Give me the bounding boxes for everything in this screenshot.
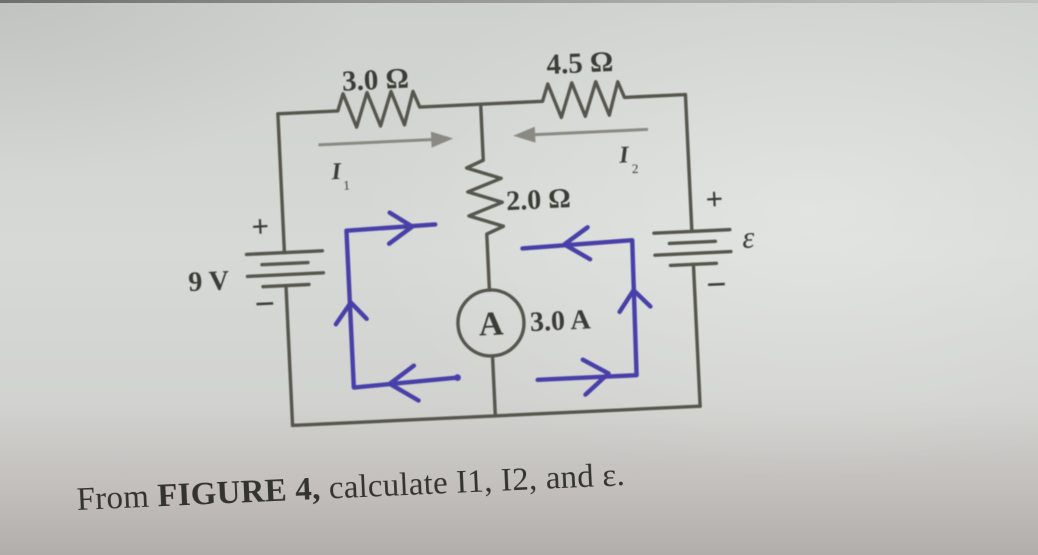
resistor-r2-label: 4.5 Ω <box>546 46 614 81</box>
ammeter-icon <box>456 288 526 358</box>
battery-right-emf-label: ε <box>741 219 756 255</box>
current-i2-subscript: 2 <box>632 161 639 176</box>
battery-right-icon <box>652 227 733 268</box>
right-wire <box>683 92 702 408</box>
current-i1-symbol: I <box>330 159 343 186</box>
resistor-r1-label: 3.0 Ω <box>341 63 409 98</box>
ammeter-symbol: A <box>478 305 505 343</box>
battery-left-icon <box>244 249 326 289</box>
left-loop-arrow-icon <box>333 210 461 403</box>
ammeter-reading: 3.0 A <box>529 304 592 338</box>
kirchhoff-loop-arrows <box>333 210 653 403</box>
photo-edge-shadow <box>0 0 1038 3</box>
battery-left-voltage-label: 9 V <box>188 265 230 298</box>
battery-left-plus-sign: + <box>251 208 270 244</box>
caption-prefix: From <box>75 478 159 518</box>
current-i2-symbol: I <box>618 142 631 169</box>
i2-arrow-left-icon <box>513 126 649 143</box>
right-loop-arrow-icon <box>520 225 653 397</box>
current-i1-subscript: 1 <box>343 177 350 192</box>
i1-arrow-right-icon <box>318 131 454 148</box>
circuit-wires <box>244 80 733 428</box>
figure-labels: 3.0 Ω 4.5 Ω 2.0 Ω 9 V + − + − ε A 3.0 A … <box>188 46 756 344</box>
left-wire <box>276 112 295 428</box>
current-direction-arrows <box>318 126 649 148</box>
caption-figure-ref: FIGURE 4, <box>156 470 322 515</box>
battery-right-minus-sign: − <box>705 264 727 305</box>
middle-branch-with-resistor <box>464 102 506 418</box>
battery-right-plus-sign: + <box>705 181 724 217</box>
battery-left-minus-sign: − <box>254 283 276 324</box>
resistor-r3-label: 2.0 Ω <box>506 183 572 217</box>
